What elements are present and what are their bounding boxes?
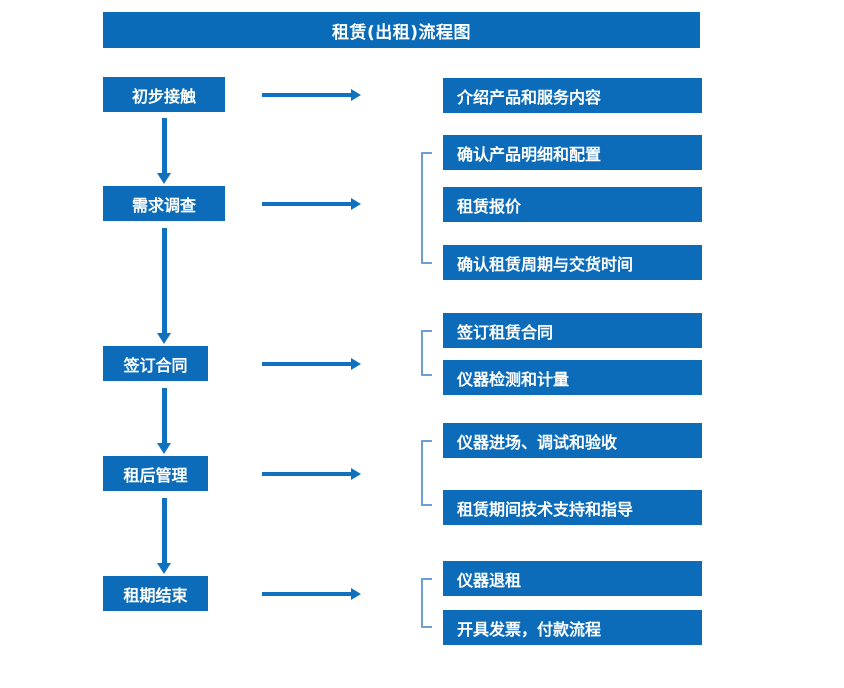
horizontal-arrow-rental-end (262, 588, 361, 600)
horizontal-arrow-initial-contact (262, 89, 361, 101)
vertical-arrow-contract-to-management (157, 388, 171, 454)
vertical-arrow-management-to-end (157, 498, 171, 574)
vertical-arrow-initial-to-demand (157, 118, 171, 184)
stage-box-post-rental-management[interactable]: 租后管理 (103, 456, 208, 491)
page-title: 租赁(出租)流程图 (103, 12, 700, 48)
detail-box-confirm-rental-period[interactable]: 确认租赁周期与交货时间 (443, 245, 702, 280)
group-bracket-post-rental-management (421, 440, 432, 506)
stage-box-demand-survey[interactable]: 需求调查 (103, 186, 225, 221)
detail-box-confirm-product-details[interactable]: 确认产品明细和配置 (443, 135, 702, 170)
stage-box-rental-end[interactable]: 租期结束 (103, 576, 208, 611)
vertical-arrow-demand-to-contract (157, 228, 171, 344)
detail-box-instrument-entry-commissioning[interactable]: 仪器进场、调试和验收 (443, 423, 702, 458)
stage-box-initial-contact[interactable]: 初步接触 (103, 77, 225, 112)
horizontal-arrow-post-rental-management (262, 468, 361, 480)
horizontal-arrow-demand-survey (262, 198, 361, 210)
group-bracket-rental-end (421, 578, 432, 628)
detail-box-instrument-return[interactable]: 仪器退租 (443, 561, 702, 596)
group-bracket-sign-contract (421, 330, 432, 376)
group-bracket-demand-survey (421, 152, 432, 264)
detail-box-rental-quote[interactable]: 租赁报价 (443, 187, 702, 222)
detail-box-instrument-inspection[interactable]: 仪器检测和计量 (443, 360, 702, 395)
detail-box-introduce-products[interactable]: 介绍产品和服务内容 (443, 78, 702, 113)
stage-box-sign-contract[interactable]: 签订合同 (103, 346, 208, 381)
detail-box-sign-rental-contract[interactable]: 签订租赁合同 (443, 313, 702, 348)
detail-box-technical-support[interactable]: 租赁期间技术支持和指导 (443, 490, 702, 525)
horizontal-arrow-sign-contract (262, 358, 361, 370)
detail-box-invoice-payment[interactable]: 开具发票，付款流程 (443, 610, 702, 645)
